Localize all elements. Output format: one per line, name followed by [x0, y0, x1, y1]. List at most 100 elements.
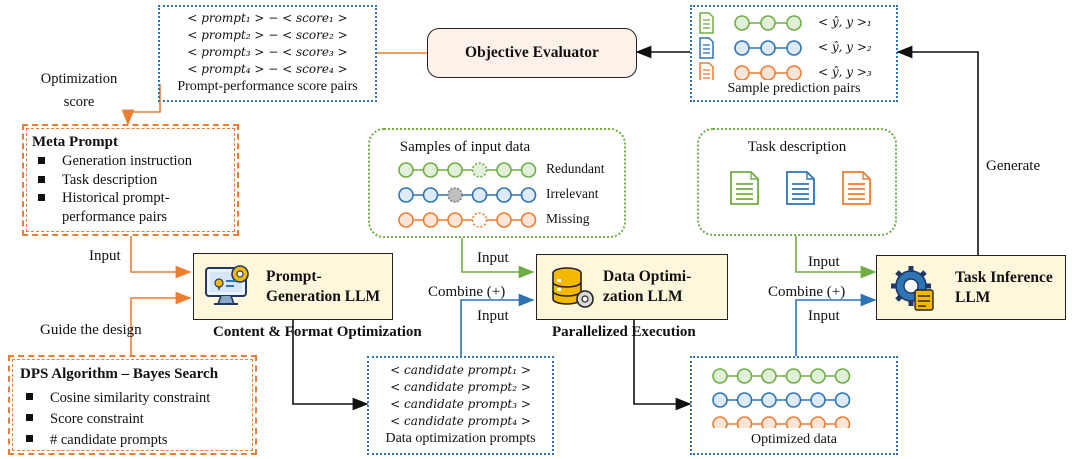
document-icon-blue-fold — [806, 172, 814, 180]
arrow-task-desc — [795, 236, 877, 279]
chain-node — [734, 15, 750, 31]
input-label-candidates: Input — [477, 308, 509, 324]
candidate-prompt-2: < candidate prompt₂ > — [390, 380, 531, 394]
chain-node — [736, 416, 753, 428]
chain-node — [760, 15, 776, 31]
dps-list: Cosine similarity constraint Score const… — [20, 388, 245, 451]
score-pair-1: < prompt₁ > − < score₁ > — [187, 11, 348, 25]
chain-node — [398, 212, 414, 228]
meta-prompt-box: Meta Prompt Generation instruction Task … — [22, 124, 239, 236]
document-icon-orange — [842, 171, 871, 205]
chain-node — [496, 162, 512, 178]
candidate-prompt-1: < candidate prompt₁ > — [390, 363, 531, 377]
sample-prediction-box: < ŷ, y >₁ < ŷ, y >₂ < ŷ, y >₃ Sample pre… — [690, 5, 898, 102]
chain-node — [447, 162, 463, 178]
input-row-missing: Missing — [546, 211, 590, 226]
chain-node — [471, 212, 488, 228]
objective-evaluator-title: Objective Evaluator — [465, 44, 599, 61]
meta-prompt-item: Task description — [32, 171, 229, 190]
input-data-box: Samples of input data Redundant Irreleva… — [368, 128, 626, 238]
chain-node — [736, 392, 753, 408]
chain-node — [422, 212, 439, 228]
chain-node — [834, 368, 851, 384]
score-pairs-box: < prompt₁ > − < score₁ > < prompt₂ > − <… — [158, 5, 377, 102]
chain-node — [810, 416, 826, 428]
data-optimization-llm-box: Data Optimi- zation LLM — [536, 254, 728, 320]
arrow-optimization-score — [121, 84, 161, 126]
optimized-data-box: Optimized data — [690, 356, 898, 455]
candidate-prompts-box: < candidate prompt₁ > < candidate prompt… — [367, 356, 554, 455]
meta-prompt-item: Historical prompt- performance pairs — [32, 189, 229, 226]
pred-label-3: < ŷ, y >₃ — [818, 65, 872, 79]
file-icon — [699, 12, 714, 34]
task-inference-llm-box: Task Inference LLM — [876, 255, 1066, 320]
dps-title: DPS Algorithm – Bayes Search — [20, 366, 219, 382]
arrow-meta-to-llm — [130, 236, 192, 279]
score-pair-3: < prompt₃ > − < score₃ > — [187, 45, 348, 59]
chain-node — [520, 162, 537, 178]
sample-prediction-graphic — [699, 12, 802, 80]
arrow-optimized-to-task-llm — [795, 293, 877, 356]
chain-node — [398, 187, 414, 203]
arrow-generate — [896, 45, 979, 255]
chain-node — [734, 40, 750, 56]
input-label-optimized: Input — [808, 308, 840, 324]
score-pair-4: < prompt₄ > − < score₄ > — [187, 62, 348, 76]
candidate-prompt-4: < candidate prompt₄ > — [390, 414, 531, 428]
sample-prediction-caption: Sample prediction pairs — [727, 81, 861, 96]
chain-node — [786, 65, 802, 80]
chain-node — [496, 187, 512, 203]
chain-node — [520, 187, 537, 203]
chain-node — [712, 416, 728, 428]
objective-evaluator-box: Objective Evaluator — [427, 28, 637, 78]
chain-node — [447, 187, 463, 203]
gear-document-icon — [891, 266, 934, 311]
chain-node — [496, 212, 512, 228]
chain-node — [520, 212, 537, 228]
chain-node — [422, 162, 439, 178]
arrow-input-data — [461, 238, 535, 279]
monitor-gear-icon — [205, 265, 249, 305]
chain-node — [786, 40, 802, 56]
optimization-score-label: Optimization score — [40, 71, 118, 110]
file-icon — [699, 37, 714, 59]
chain-node — [810, 392, 826, 408]
database-gear-icon — [552, 267, 594, 308]
chain-node — [471, 187, 488, 203]
chain-node — [786, 15, 802, 31]
arrow-candidates-to-data-llm — [460, 293, 535, 356]
chain-node — [760, 40, 776, 56]
optimized-data-caption: Optimized data — [751, 432, 837, 447]
input-data-title: Samples of input data — [399, 139, 531, 155]
input-row-irrelevant: Irrelevant — [546, 186, 599, 201]
chain-node — [785, 368, 802, 384]
input-data-graphic — [398, 162, 537, 228]
chain-node — [834, 416, 851, 428]
task-description-documents — [730, 171, 871, 205]
pred-label-1: < ŷ, y >₁ — [818, 15, 872, 29]
content-format-caption: Content & Format Optimization — [213, 324, 422, 340]
chain-node — [761, 368, 777, 384]
parallelized-caption: Parallelized Execution — [552, 324, 696, 340]
chain-node — [398, 162, 414, 178]
candidate-prompt-3: < candidate prompt₃ > — [390, 397, 531, 411]
dps-algorithm-box: DPS Algorithm – Bayes Search Cosine simi… — [8, 355, 257, 455]
pred-label-2: < ŷ, y >₂ — [818, 40, 872, 54]
chain-node — [760, 65, 776, 80]
meta-prompt-item: Generation instruction — [32, 152, 229, 171]
score-pair-2: < prompt₂ > − < score₂ > — [187, 28, 348, 42]
input-label-data: Input — [477, 250, 509, 266]
input-label-meta: Input — [89, 248, 121, 264]
dps-item: # candidate prompts — [20, 430, 245, 451]
file-icon — [699, 62, 714, 80]
document-icon-orange-fold — [862, 172, 870, 180]
document-icon-green-fold — [750, 172, 758, 180]
prompt-generation-llm-title: Prompt- Generation LLM — [266, 268, 381, 305]
chain-node — [736, 368, 753, 384]
score-pairs-caption: Prompt-performance score pairs — [177, 79, 358, 94]
prompt-generation-llm-box: Prompt- Generation LLM — [193, 253, 393, 320]
guide-design-label: Guide the design — [40, 322, 142, 338]
chain-node — [785, 416, 802, 428]
combine-label-task: Combine (+) — [768, 284, 846, 300]
